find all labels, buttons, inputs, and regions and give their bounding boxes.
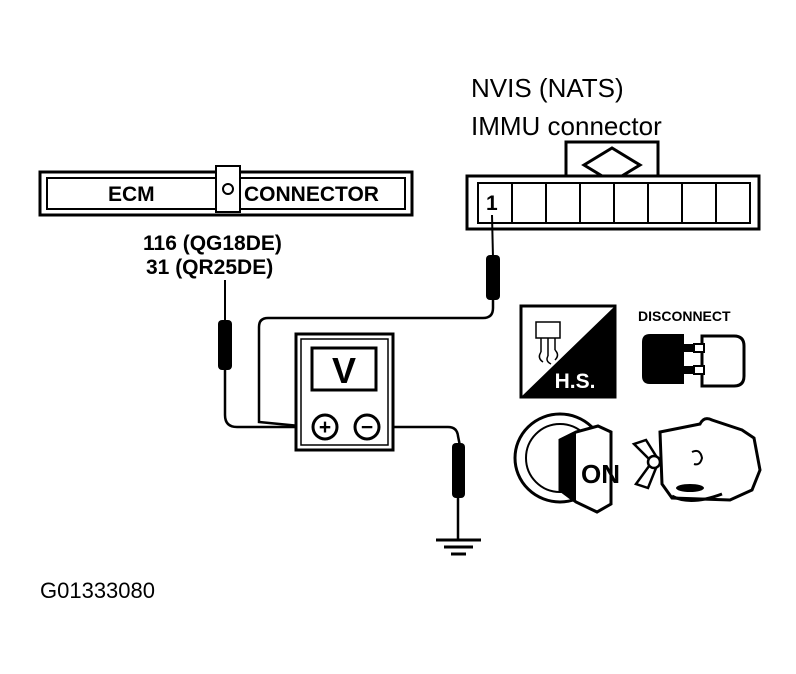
immu-probe <box>486 214 500 300</box>
harness-side-label: H.S. <box>555 370 596 393</box>
harness-side-icon: H.S. <box>519 304 617 399</box>
voltmeter: V + − <box>294 332 395 452</box>
ecm-pin-line1: 116 (QG18DE) <box>143 232 282 255</box>
voltmeter-display <box>310 346 378 392</box>
ecm-label-left: ECM <box>108 183 155 206</box>
immu-connector-group: NVIS (NATS) IMMU connector 1 <box>465 73 761 231</box>
ecm-latch-hole <box>222 183 234 195</box>
figure-code: G01333080 <box>40 578 155 603</box>
ecm-connector-group: ECM CONNECTOR 116 (QG18DE) 31 (QR25DE) <box>38 165 414 279</box>
ignition-on-label: ON <box>581 459 620 489</box>
harness-connector-sketch <box>535 321 561 365</box>
immu-title-line1: NVIS (NATS) <box>471 73 624 103</box>
disconnect-label: DISCONNECT <box>638 308 731 324</box>
plus-symbol: + <box>319 416 331 439</box>
ecm-probe-handle <box>218 320 232 370</box>
engine-running-icon <box>631 417 762 502</box>
ground-probe-handle <box>452 443 465 498</box>
voltmeter-minus-terminal <box>353 413 381 441</box>
ecm-pin-line2: 31 (QR25DE) <box>146 256 273 279</box>
ecm-probe <box>218 280 232 370</box>
voltmeter-display-label: V <box>332 350 356 391</box>
immu-title-line2: IMMU connector <box>471 111 662 141</box>
minus-symbol: − <box>361 416 373 439</box>
immu-pin-1-label: 1 <box>486 192 498 215</box>
ecm-label-right: CONNECTOR <box>244 183 379 206</box>
probe-wires <box>223 300 495 540</box>
ground-probe <box>452 443 465 498</box>
ground-symbol <box>436 538 481 556</box>
voltmeter-plus-terminal <box>311 413 339 441</box>
immu-probe-handle <box>486 255 500 300</box>
disconnect-icon: DISCONNECT <box>638 308 746 388</box>
ignition-on-icon: ON <box>513 412 620 514</box>
engine-fan <box>631 438 662 490</box>
immu-cavity-dividers <box>511 183 717 223</box>
